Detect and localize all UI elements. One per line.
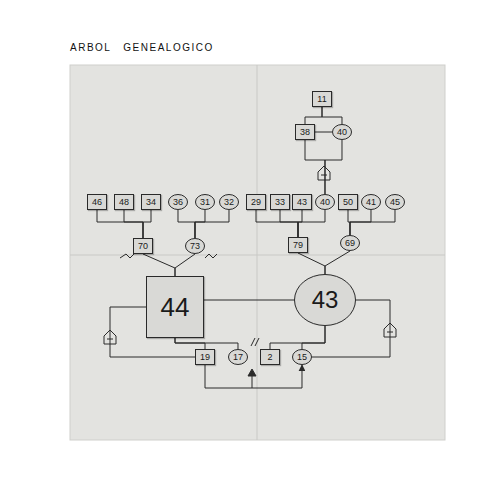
age-number: 43 — [312, 288, 339, 312]
family-line — [350, 210, 395, 235]
age-number: 2 — [267, 353, 272, 362]
female-circle: 31 — [195, 194, 215, 210]
female-circle: 41 — [361, 194, 381, 210]
female-circle: 43 — [294, 274, 356, 326]
family-line — [175, 338, 238, 349]
family-line — [305, 107, 322, 124]
male-box: 43 — [292, 194, 312, 210]
house-symbol — [318, 166, 330, 180]
age-number: 38 — [300, 128, 310, 137]
female-circle: 40 — [332, 124, 352, 140]
family-line — [302, 326, 325, 349]
separation-mark — [251, 338, 259, 346]
male-box: 50 — [338, 194, 358, 210]
age-number: 73 — [190, 242, 200, 251]
family-line — [280, 210, 298, 237]
family-line — [325, 140, 342, 194]
age-number: 48 — [119, 198, 129, 207]
age-number: 34 — [146, 198, 156, 207]
age-number: 69 — [345, 239, 355, 248]
female-circle: 15 — [292, 349, 312, 365]
family-line — [97, 210, 143, 238]
family-line — [315, 132, 332, 133]
diagram-title: ARBOL GENEALOGICO — [70, 42, 214, 53]
family-line — [298, 210, 325, 237]
male-box: 70 — [133, 238, 153, 254]
female-circle: 73 — [185, 238, 205, 254]
age-number: 29 — [251, 198, 261, 207]
male-box: 79 — [288, 237, 308, 253]
male-box: 29 — [246, 194, 266, 210]
deceased-mark — [120, 254, 217, 258]
male-box: 2 — [260, 349, 280, 365]
age-number: 70 — [138, 242, 148, 251]
family-line — [175, 254, 195, 276]
age-number: 19 — [200, 353, 210, 362]
female-circle: 32 — [219, 194, 239, 210]
family-line — [143, 210, 151, 238]
female-circle: 40 — [315, 194, 335, 210]
family-line — [298, 253, 325, 274]
age-number: 44 — [161, 294, 190, 320]
arrow-symbol — [248, 369, 256, 388]
paper-sheet — [70, 65, 445, 440]
male-box: 38 — [295, 124, 315, 140]
family-line — [256, 210, 298, 237]
age-number: 11 — [317, 95, 326, 104]
family-line — [305, 140, 325, 194]
age-number: 36 — [173, 198, 183, 207]
family-line — [298, 210, 302, 237]
age-number: 33 — [275, 198, 285, 207]
age-number: 40 — [320, 198, 330, 207]
age-number: 17 — [233, 353, 243, 362]
family-line — [325, 251, 350, 274]
age-number: 15 — [297, 353, 307, 362]
female-circle: 17 — [228, 349, 248, 365]
paper-folds — [70, 65, 445, 440]
age-number: 40 — [337, 128, 347, 137]
age-number: 45 — [390, 198, 400, 207]
female-circle: 45 — [385, 194, 405, 210]
family-line — [124, 210, 143, 238]
age-number: 50 — [343, 198, 353, 207]
age-number: 41 — [366, 198, 376, 207]
family-line — [195, 210, 229, 238]
family-line — [178, 210, 195, 238]
male-box: 48 — [114, 194, 134, 210]
male-box: 46 — [87, 194, 107, 210]
family-line — [195, 210, 205, 238]
age-number: 79 — [293, 241, 303, 250]
female-circle: 69 — [340, 235, 360, 251]
age-number: 46 — [92, 198, 102, 207]
family-line — [270, 326, 325, 349]
male-box: 34 — [141, 194, 161, 210]
age-number: 32 — [224, 198, 234, 207]
family-line — [322, 107, 342, 124]
family-line — [204, 300, 294, 301]
male-box: 33 — [270, 194, 290, 210]
family-line — [143, 254, 175, 276]
male-box: 19 — [195, 349, 215, 365]
family-line — [205, 365, 302, 388]
male-box: 44 — [146, 276, 204, 338]
age-number: 43 — [297, 198, 307, 207]
female-circle: 36 — [168, 194, 188, 210]
male-box: 11 — [312, 91, 332, 107]
age-number: 31 — [200, 198, 210, 207]
